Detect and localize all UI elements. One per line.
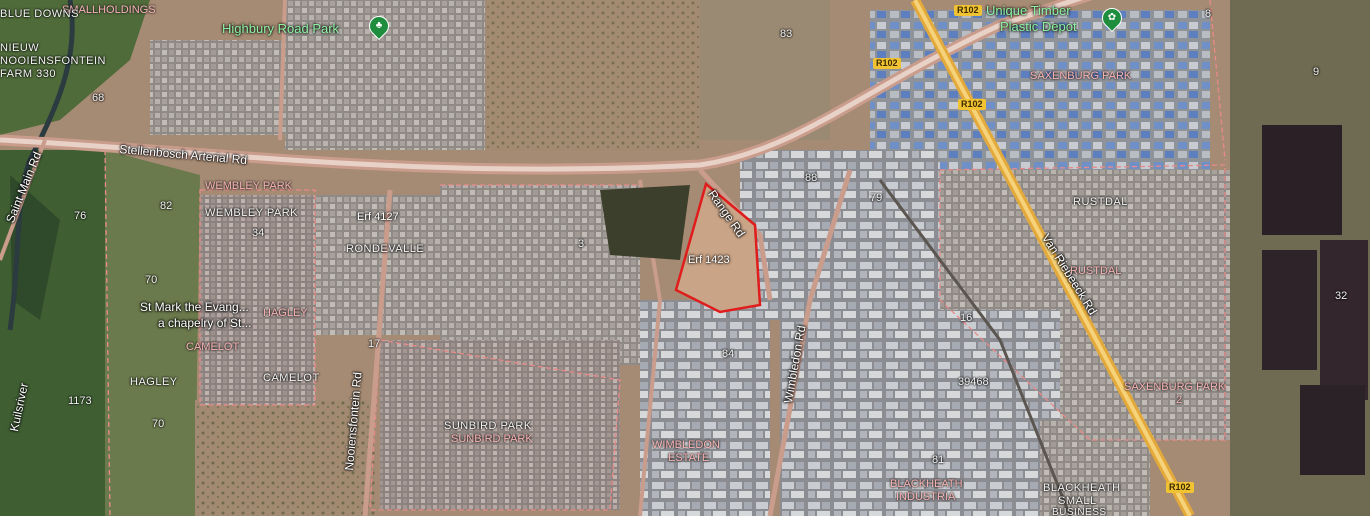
suburb-blackheath-1: BLACKHEATH (890, 478, 963, 490)
vacant-lot (600, 185, 690, 260)
parcel-number: 70 (145, 274, 158, 286)
suburb-blue-downs: BLUE DOWNS (0, 8, 79, 20)
suburb-camelot-pink: CAMELOT (186, 341, 240, 353)
blackheath-small (1040, 420, 1150, 516)
dark-trees (10, 175, 60, 320)
vegetation-nw (0, 0, 150, 135)
suburb-sunbird-white: SUNBIRD PARK (444, 420, 532, 432)
suburb-nieuw-3: FARM 330 (0, 68, 56, 80)
route-shield: R102 (1166, 482, 1194, 493)
parcel-number: 16 (960, 312, 973, 324)
suburb-hagley-white: HAGLEY (130, 376, 178, 388)
suburb-nieuw-2: NOOIENSFONTEIN (0, 55, 107, 67)
suburb-bh-small-3: BUSINESS (1052, 507, 1107, 516)
parcel-number: 8 (1205, 8, 1212, 20)
residential-saxenburg-2 (1130, 290, 1230, 440)
suburb-bh-small-2: SMALL (1058, 495, 1097, 507)
parcel-number: 84 (722, 348, 735, 360)
open-north (700, 0, 830, 140)
industrial-88 (740, 150, 940, 320)
railway (878, 179, 1072, 516)
parcel-number: 68 (92, 92, 105, 104)
pond-1 (1262, 125, 1342, 235)
suburb-rustdal-white: RUSTDAL (1073, 196, 1128, 208)
suburb-camelot-white: CAMELOT (263, 372, 320, 384)
scrub-north (470, 0, 700, 150)
suburb-blackheath-2: INDUSTRIA (896, 491, 956, 503)
route-shield: R102 (954, 5, 982, 16)
suburb-sunbird-pink: SUNBIRD PARK (451, 433, 533, 445)
scrub-south (195, 400, 375, 516)
suburb-bh-small-1: BLACKHEATH (1043, 482, 1121, 494)
parcel-number: 76 (74, 210, 87, 222)
poi-highbury-road-park[interactable]: Highbury Road Park (222, 21, 340, 36)
parcel-number: 17 (368, 338, 381, 350)
subject-property-outline[interactable] (674, 181, 762, 314)
parcel-number: 1173 (68, 395, 92, 407)
industrial-saxenburg (870, 10, 1210, 170)
suburb-rustdal-pink: RUSTDAL (1070, 265, 1122, 277)
suburb-saxenburg-park-2a: SAXENBURG PARK (1124, 381, 1226, 393)
erf-label-4127: Erf 4127 (357, 211, 399, 223)
parcel-number: 82 (160, 200, 173, 212)
residential-sunbird (380, 340, 620, 510)
suburb-wembley-pink: WEMBLEY PARK (205, 180, 293, 192)
pond-2 (1262, 250, 1317, 370)
boundaries (104, 0, 1226, 516)
parcel-number: 32 (1335, 290, 1348, 302)
poi-chapel-line1[interactable]: St Mark the Evang... (140, 300, 249, 314)
suburb-smallholdings: SMALLHOLDINGS (62, 4, 156, 16)
parcel-number: 88 (805, 172, 818, 184)
parcel-number: 3 (578, 238, 585, 250)
industrial-84 (640, 300, 770, 516)
poi-timber-line2[interactable]: Plastic Depot (1000, 19, 1077, 34)
parcel-number: 79 (870, 192, 883, 204)
residential-rondevalle (315, 195, 440, 335)
river (7, 0, 75, 331)
suburb-rondevalle: RONDEVALLE (346, 243, 425, 255)
pond-4 (1300, 385, 1365, 475)
suburb-saxenburg-park: SAXENBURG PARK (1030, 70, 1132, 82)
suburb-wembley-white: WEMBLEY PARK (205, 207, 299, 219)
vegetation-west-2 (105, 150, 200, 516)
poi-timber-line1[interactable]: Unique Timber (986, 3, 1071, 18)
plot-label-erf-1423[interactable]: Erf 1423 (688, 254, 730, 266)
suburb-hagley-pink: HAGLEY (263, 307, 308, 319)
suburb-wimbledon-2: ESTATE (668, 452, 710, 464)
parcel-number: 70 (152, 418, 165, 430)
poi-chapel-line2[interactable]: a chapelry of St... (158, 316, 252, 330)
suburb-saxenburg-park-2b: 2 (1176, 394, 1183, 406)
residential-north (150, 40, 290, 135)
parcel-number: 39468 (958, 376, 989, 388)
route-shield: R102 (958, 99, 986, 110)
residential-wembley (200, 195, 315, 405)
roads (0, 0, 1195, 516)
industrial-blackheath (780, 310, 1060, 516)
parcel-number: 81 (932, 454, 945, 466)
parcel-number: 83 (780, 28, 793, 40)
pond-3 (1320, 240, 1368, 400)
parcel-number: 9 (1313, 66, 1320, 78)
suburb-wimbledon-1: WIMBLEDON (652, 439, 720, 451)
parcel-number: 34 (252, 227, 265, 239)
suburb-nieuw-1: NIEUW (0, 42, 40, 54)
route-shield: R102 (873, 58, 901, 69)
